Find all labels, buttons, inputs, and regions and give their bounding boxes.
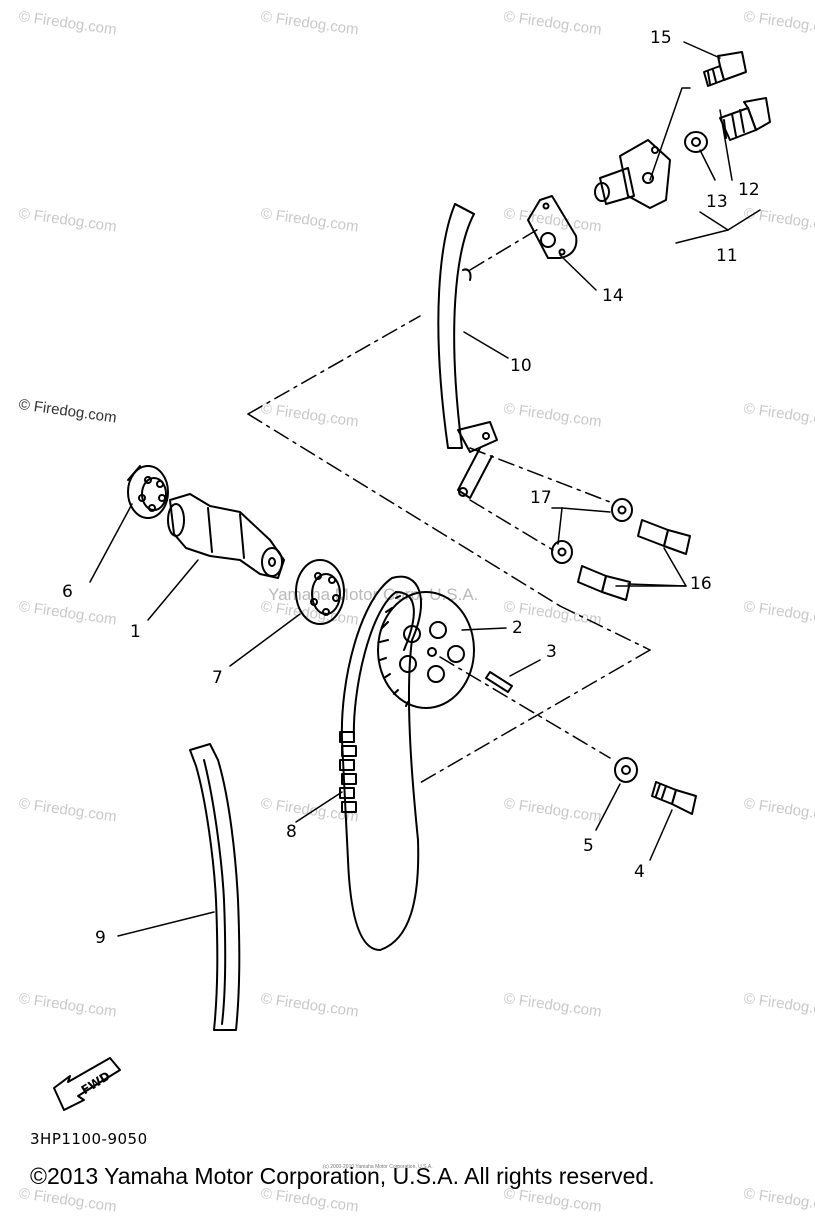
bearing-7 <box>295 559 345 625</box>
callout-13: 13 <box>706 192 728 212</box>
cam-sprocket <box>377 591 475 709</box>
callout-2: 2 <box>512 618 523 638</box>
leader-lines <box>89 41 761 937</box>
copyright-notice: ©2013 Yamaha Motor Corporation, U.S.A. A… <box>30 1163 655 1189</box>
bearing-6 <box>127 465 169 519</box>
gasket <box>527 195 578 259</box>
callout-17: 17 <box>530 488 552 508</box>
timing-chain <box>339 575 423 951</box>
callout-8: 8 <box>286 822 297 842</box>
callout-4: 4 <box>634 862 645 882</box>
tensioner-assembly <box>594 139 671 209</box>
bolts-16 <box>577 519 691 601</box>
bolt-15 <box>703 51 747 87</box>
callout-5: 5 <box>583 836 594 856</box>
callout-16: 16 <box>690 574 712 594</box>
fine-print: (c) 2000-2010 Yamaha Motor Corporation, … <box>323 1164 433 1170</box>
center-watermark: Yamaha Motor Corp. U.S.A. <box>268 585 479 604</box>
callout-15: 15 <box>650 28 672 48</box>
washers-17 <box>551 498 633 564</box>
camshaft <box>167 493 285 579</box>
tensioner-cap-bolt <box>719 97 771 141</box>
dowel-pin <box>485 671 513 693</box>
fwd-arrow <box>53 1057 121 1111</box>
sprocket-bolt <box>651 781 697 815</box>
callout-6: 6 <box>62 582 73 602</box>
callout-9: 9 <box>95 928 106 948</box>
diagram-code: 3HP1100-9050 <box>30 1130 148 1148</box>
chain-tensioner-arm <box>437 203 498 499</box>
washer-13 <box>684 131 708 153</box>
callout-12: 12 <box>738 180 760 200</box>
callout-1: 1 <box>130 622 141 642</box>
callout-14: 14 <box>602 286 624 306</box>
callout-7: 7 <box>212 668 223 688</box>
lower-chain-guide <box>189 743 241 1031</box>
callout-11: 11 <box>716 246 738 266</box>
assembly-dashed-lines <box>247 227 651 785</box>
callout-10: 10 <box>510 356 532 376</box>
callout-3: 3 <box>546 642 557 662</box>
washer-5 <box>614 757 638 783</box>
